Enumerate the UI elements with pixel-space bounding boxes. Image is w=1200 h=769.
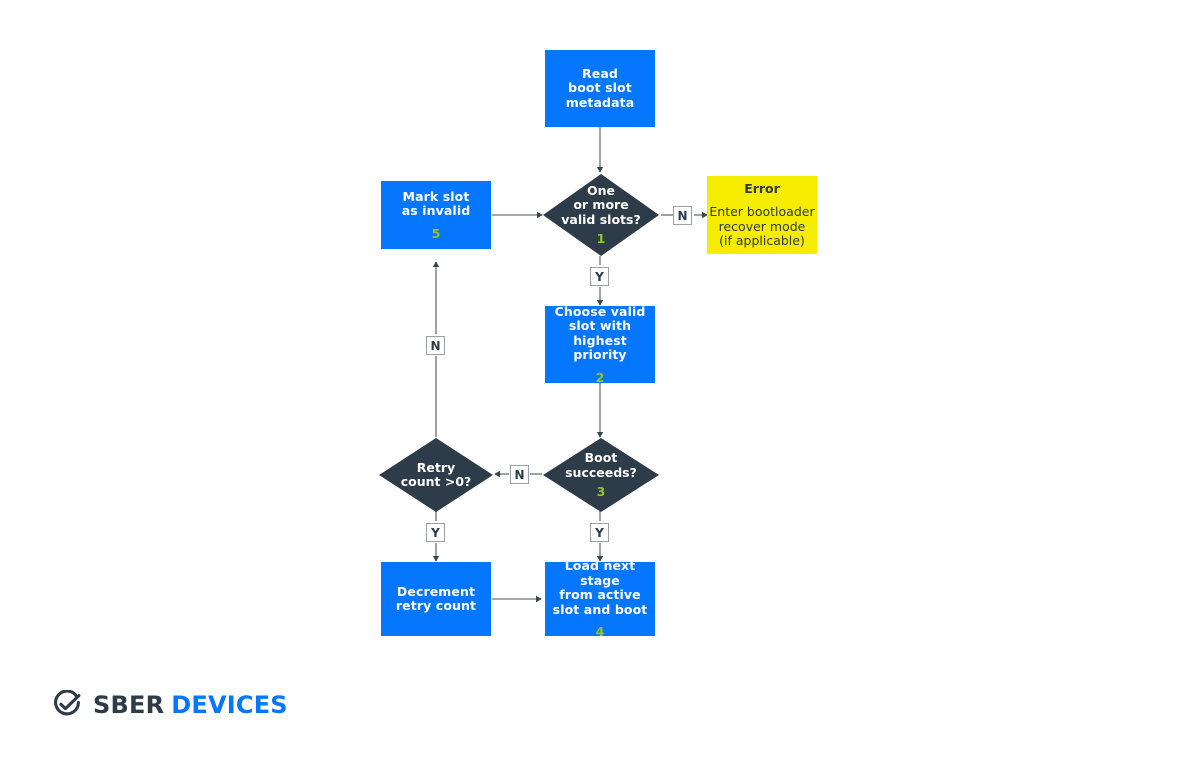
node-load-next-stage[interactable]: Load next stage from active slot and boo…	[545, 558, 655, 639]
step-number: 3	[596, 484, 606, 499]
edge-label-decision1-yes: Y	[590, 267, 609, 286]
edge-label-retry-no: N	[426, 336, 445, 355]
step-number: 2	[595, 369, 605, 385]
node-label: Load next stage from active slot and boo…	[552, 558, 648, 617]
node-decrement-retry-count[interactable]: Decrement retry count	[381, 562, 491, 636]
node-label: Enter bootloader recover mode (if applic…	[709, 204, 815, 249]
node-choose-valid-slot[interactable]: Choose valid slot with highest priority …	[545, 303, 655, 385]
step-number: 1	[596, 231, 606, 247]
step-number: 4	[595, 624, 605, 639]
edge-label-retry-yes: Y	[426, 523, 445, 542]
node-decision-boot-succeeds[interactable]: Boot succeeds? 3	[543, 438, 659, 512]
node-label: Mark slot as invalid	[401, 188, 471, 218]
edge-label-decision1-no: N	[673, 206, 692, 225]
edge-label-decision3-yes: Y	[590, 523, 609, 542]
logo-word-sber: SBER	[93, 691, 165, 719]
node-label: Decrement retry count	[395, 583, 477, 613]
logo-word-devices: DEVICES	[171, 691, 288, 719]
node-label: Choose valid slot with highest priority	[554, 303, 646, 362]
node-decision-retry-count[interactable]: Retry count >0?	[379, 438, 493, 512]
node-read-boot-slot-metadata[interactable]: Read boot slot metadata	[545, 50, 655, 127]
node-label: One or more valid slots?	[561, 182, 641, 227]
sber-check-circle-icon	[54, 690, 81, 716]
node-error-enter-bootloader[interactable]: Error Enter bootloader recover mode (if …	[707, 176, 817, 254]
error-title: Error	[744, 181, 780, 197]
node-decision-one-or-more-valid-slots[interactable]: One or more valid slots? 1	[543, 174, 659, 256]
node-mark-slot-as-invalid[interactable]: Mark slot as invalid 5	[381, 181, 491, 249]
step-number: 5	[431, 225, 441, 241]
node-label: Read boot slot metadata	[565, 65, 635, 110]
node-label: Retry count >0?	[400, 459, 472, 489]
edge-label-decision3-no: N	[510, 465, 529, 484]
node-label: Boot succeeds?	[565, 450, 637, 480]
